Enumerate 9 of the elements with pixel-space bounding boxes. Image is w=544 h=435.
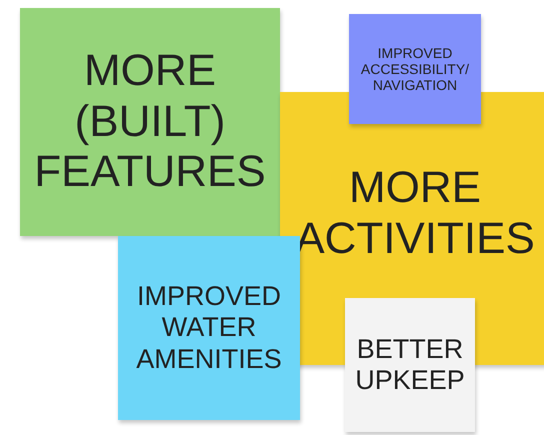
note-text: IMPROVED ACCESSIBILITY/ NAVIGATION: [360, 44, 470, 94]
sticky-note: [118, 236, 300, 420]
note-text: MORE (BUILT) FEATURES: [33, 46, 267, 198]
sticky-note: [345, 298, 475, 432]
note-text: IMPROVED WATER AMENITIES: [135, 281, 283, 375]
note-text: BETTER UPKEEP: [354, 334, 466, 396]
note-text: MORE ACTIVITIES: [294, 162, 536, 264]
sticky-note: [20, 8, 280, 236]
sticky-note: [349, 14, 481, 124]
